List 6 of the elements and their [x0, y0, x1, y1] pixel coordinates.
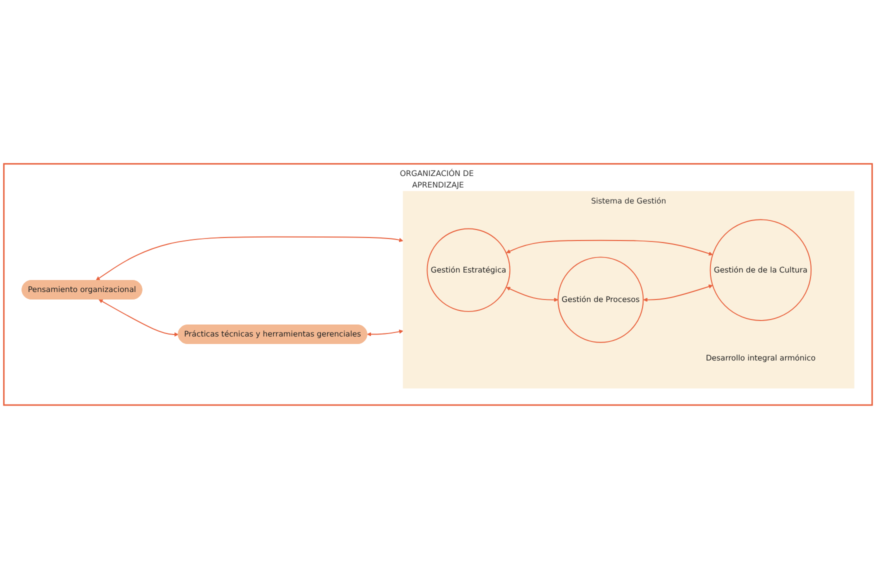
arrow: [366, 330, 404, 336]
arrow: [643, 284, 713, 302]
arrow: [98, 299, 179, 337]
arrow: [506, 240, 713, 256]
arrow: [506, 286, 558, 302]
arrow: [96, 236, 404, 280]
